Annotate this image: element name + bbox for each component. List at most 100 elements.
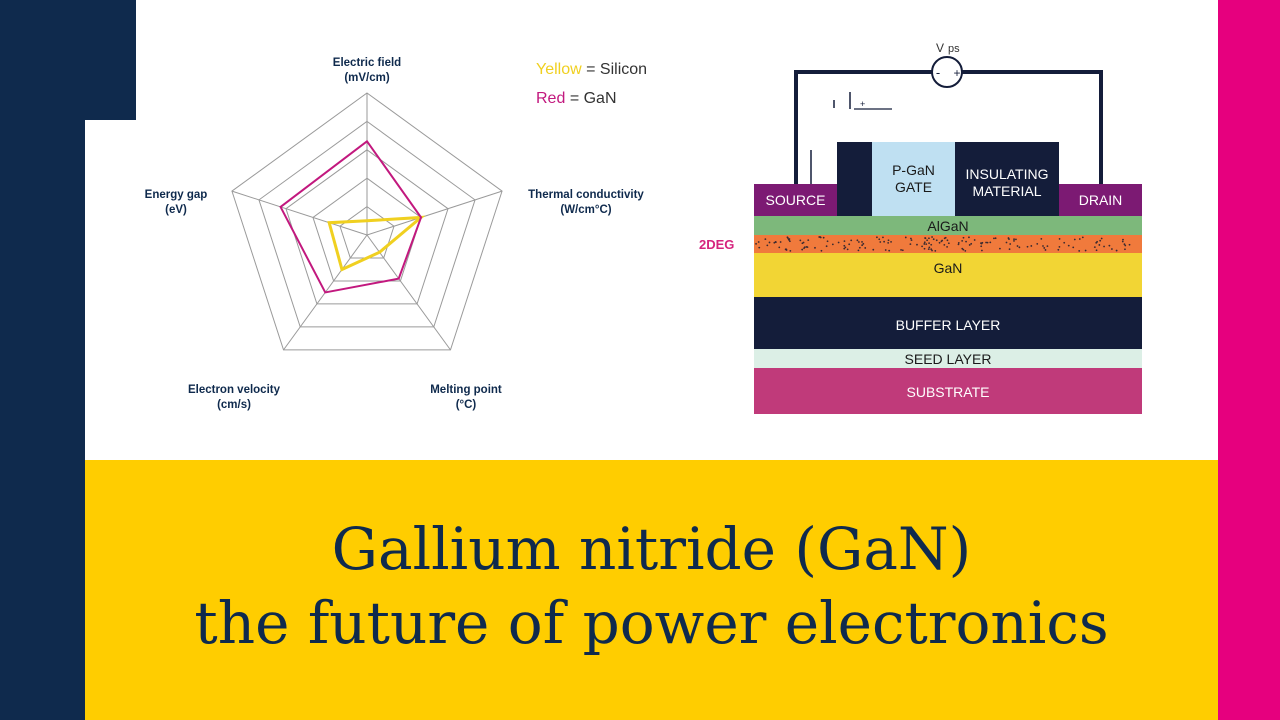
electron-dot (1078, 250, 1081, 252)
electron-dot (910, 239, 913, 242)
electron-dot (1044, 249, 1047, 251)
electron-dot (993, 237, 995, 240)
electron-dot (1067, 244, 1070, 247)
electron-dot (788, 240, 791, 243)
electron-dot (1013, 238, 1015, 241)
electron-dot (961, 240, 964, 242)
electron-dot (861, 244, 864, 247)
electron-dot (989, 241, 992, 244)
electron-dot (883, 240, 886, 243)
electron-dot (932, 238, 935, 241)
radar-spoke-4 (231, 190, 368, 236)
electron-dot (805, 246, 808, 248)
gate-stack-left (837, 142, 872, 216)
electron-dot (857, 241, 860, 243)
legend-gan-text: = GaN (569, 90, 617, 107)
electron-dot (985, 241, 987, 244)
electron-dot (980, 242, 983, 245)
electron-dot (910, 237, 912, 240)
radar-ring-3 (285, 149, 449, 305)
electron-dot (779, 241, 782, 243)
electron-dot (848, 243, 851, 246)
electron-dot (786, 237, 789, 239)
electron-dot (1036, 242, 1039, 245)
2deg-electron-dots (755, 236, 1131, 252)
electron-dot (1128, 243, 1131, 246)
electron-dot (943, 243, 946, 246)
electron-dot (876, 236, 878, 239)
electron-dot (981, 249, 983, 252)
axis-label-melting-point: Melting point (430, 384, 502, 396)
radar-ring-5 (231, 92, 503, 351)
pink-side-strip (1218, 0, 1280, 720)
electron-dot (858, 246, 861, 249)
electron-dot (994, 237, 997, 240)
electron-dot (768, 241, 771, 244)
electron-dot (968, 236, 970, 239)
electron-dot (1095, 249, 1098, 252)
electron-dot (930, 248, 933, 251)
voltage-label: V (936, 41, 944, 55)
electron-dot (1026, 245, 1029, 248)
electron-dot (946, 239, 949, 242)
insulating-label-line2: MATERIAL (973, 183, 1042, 199)
2deg-label: 2DEG (699, 237, 734, 252)
electron-dot (909, 243, 912, 246)
axis-unit-melting-point: (°C) (456, 399, 477, 411)
electron-dot (789, 249, 792, 252)
electron-dot (957, 243, 960, 246)
headline: Gallium nitride (GaN) the future of powe… (85, 512, 1218, 660)
legend-silicon-text: = Silicon (586, 61, 648, 78)
radar-ring-2 (312, 177, 422, 282)
electron-dot (935, 239, 938, 242)
axis-unit-thermal-conductivity: (W/cm°C) (560, 204, 611, 216)
radar-spoke-2 (366, 234, 451, 351)
electron-dot (788, 238, 791, 240)
source-contact (754, 184, 837, 216)
electron-dot (1009, 243, 1012, 245)
electron-dot (882, 236, 884, 239)
title-band (85, 460, 1218, 720)
electron-dot (968, 244, 971, 246)
electron-dot (943, 237, 946, 240)
electron-dot (826, 240, 829, 243)
voltage-subscript: ps (948, 43, 960, 55)
electron-dot (924, 237, 927, 240)
electron-dot (857, 249, 860, 252)
electron-dot (820, 249, 823, 252)
electron-dot (930, 243, 933, 246)
electron-dot (1040, 237, 1043, 240)
electron-dot (1123, 243, 1126, 246)
electron-dot (900, 249, 902, 251)
electron-dot (931, 236, 933, 238)
electron-dot (888, 249, 891, 252)
electron-dot (1058, 238, 1061, 240)
electron-dot (1122, 238, 1124, 241)
electron-dot (931, 249, 933, 252)
electron-dot (928, 242, 930, 245)
insulating-label-line1: INSULATING (966, 166, 1049, 182)
electron-dot (758, 246, 761, 249)
electron-dot (843, 247, 846, 250)
electron-dot (964, 249, 967, 252)
voltage-plus-sign: + (953, 66, 960, 80)
electron-dot (947, 242, 950, 245)
drain-label: DRAIN (1079, 192, 1123, 208)
electron-dot (819, 236, 822, 238)
electron-dot (843, 244, 846, 247)
electron-dot (757, 241, 760, 243)
electron-dot (1100, 237, 1103, 240)
navy-side-strip (0, 120, 85, 720)
axis-unit-energy-gap: (eV) (165, 204, 187, 216)
legend-gan: Red = GaN (536, 84, 647, 113)
electron-dot (843, 240, 846, 243)
radar-chart: Electric field (mV/cm) Thermal conductiv… (145, 57, 645, 411)
voltage-source-symbol (931, 56, 963, 88)
electron-dot (1058, 246, 1061, 248)
electron-dot (755, 242, 757, 245)
electron-dot (957, 242, 960, 244)
buffer-layer (754, 297, 1142, 349)
electron-dot (927, 248, 930, 250)
electron-dot (887, 241, 890, 244)
legend-silicon: Yellow = Silicon (536, 55, 647, 84)
